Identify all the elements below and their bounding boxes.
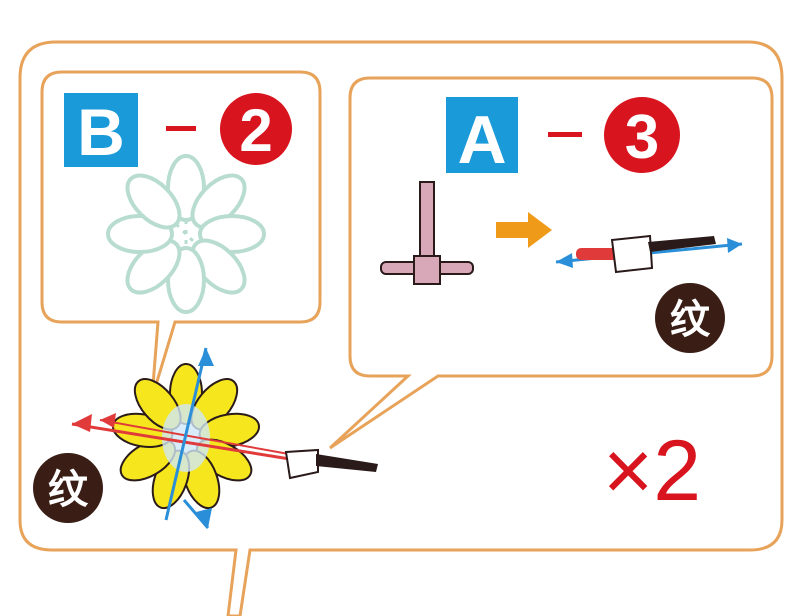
badge-text-a: 纹 [670,298,711,342]
panel-a-callout [328,76,774,450]
flower-pale-icon [106,154,266,314]
dash-b [166,126,196,131]
step-number-a: 3 [625,103,659,172]
tool-rotate-icon [555,234,743,274]
panel-a-label: A 3 [446,97,680,178]
letter-box-a [446,97,518,173]
dash-a [548,132,582,137]
orange-arrow-icon [496,212,552,248]
t-tool-icon [380,181,474,285]
step-number-b: 2 [239,97,272,164]
tool-lower-icon [284,448,378,480]
multiplier-text: ×2 [603,423,701,519]
badge-text-b: 纹 [48,468,89,512]
letter-a: A [457,102,506,178]
badge-a: 纹 [655,283,725,353]
step-circle-a [604,97,680,173]
step-circle-b [220,93,292,165]
panel-b-label: B 2 [64,93,292,169]
flower-yellow-icon [111,363,261,510]
letter-box-b [64,93,138,167]
badge-b: 纹 [33,453,103,523]
flower-arrows [71,347,301,529]
letter-b: B [77,95,125,169]
